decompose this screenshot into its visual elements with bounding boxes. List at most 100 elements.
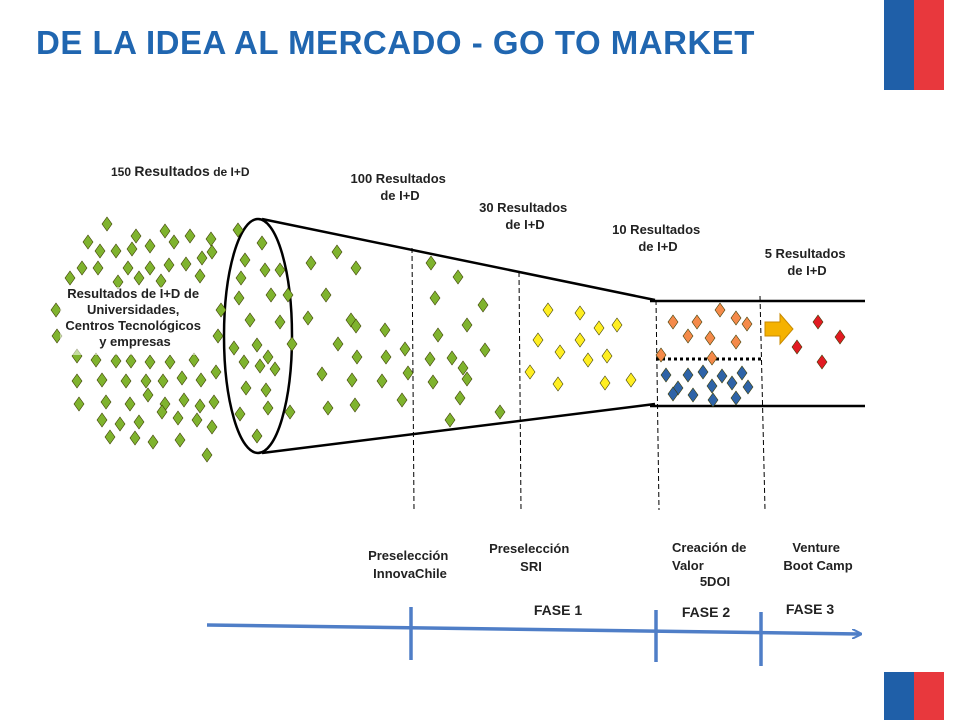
milestone-sri-label: Preselección SRI [489, 541, 573, 574]
green-idea-marker [244, 312, 256, 328]
green-idea-marker [444, 412, 456, 428]
orange-idea-marker [730, 310, 742, 326]
green-idea-marker [346, 372, 358, 388]
green-idea-marker [50, 302, 62, 318]
green-idea-marker [206, 419, 218, 435]
green-idea-marker [235, 270, 247, 286]
yellow-idea-marker [599, 375, 611, 391]
green-idea-marker [144, 354, 156, 370]
green-idea-marker [322, 400, 334, 416]
green-idea-marker [94, 243, 106, 259]
green-idea-marker [142, 387, 154, 403]
green-idea-marker [429, 290, 441, 306]
green-idea-marker [126, 241, 138, 257]
green-idea-marker [494, 404, 506, 420]
orange-idea-marker [741, 316, 753, 332]
green-idea-marker [350, 318, 362, 334]
green-idea-marker [238, 354, 250, 370]
green-idea-marker [133, 270, 145, 286]
green-idea-marker [110, 353, 122, 369]
green-idea-marker [188, 352, 200, 368]
green-idea-marker [260, 382, 272, 398]
green-idea-marker [232, 222, 244, 238]
green-idea-marker [194, 268, 206, 284]
orange-idea-marker [730, 334, 742, 350]
red-idea-marker [812, 314, 824, 330]
green-idea-marker [477, 297, 489, 313]
navy-idea-marker [706, 378, 718, 394]
green-idea-marker [164, 354, 176, 370]
green-idea-marker [350, 260, 362, 276]
flag-blue-stripe [884, 0, 914, 90]
green-idea-marker [212, 328, 224, 344]
green-idea-marker [159, 223, 171, 239]
green-idea-marker [376, 373, 388, 389]
yellow-idea-marker [601, 348, 613, 364]
green-idea-marker [305, 255, 317, 271]
green-idea-marker [168, 234, 180, 250]
green-idea-marker [262, 349, 274, 365]
orange-idea-marker [667, 314, 679, 330]
orange-idea-marker [655, 347, 667, 363]
green-idea-marker [176, 370, 188, 386]
navy-idea-marker [687, 387, 699, 403]
green-idea-marker [452, 269, 464, 285]
svg-text:Resultados de I+D de Uni: Resultados de I+D de Universidades, Cent… [65, 286, 204, 349]
green-idea-marker [144, 238, 156, 254]
count-150-label: 150 Resultados de I+D [111, 163, 250, 179]
green-idea-marker [234, 406, 246, 422]
flag-red-stripe [914, 0, 944, 90]
green-idea-marker [256, 235, 268, 251]
green-idea-marker [101, 216, 113, 232]
yellow-idea-marker [542, 302, 554, 318]
yellow-idea-marker [574, 332, 586, 348]
green-idea-marker [228, 340, 240, 356]
green-idea-marker [90, 352, 102, 368]
green-idea-marker [100, 394, 112, 410]
green-idea-marker [349, 397, 361, 413]
navy-idea-marker [736, 365, 748, 381]
green-idea-marker [205, 231, 217, 247]
flag-red-stripe [914, 672, 944, 720]
phase-2-label: FASE 2 [682, 604, 730, 620]
green-idea-marker [262, 400, 274, 416]
yellow-idea-marker [574, 305, 586, 321]
green-idea-marker [284, 404, 296, 420]
green-idea-marker [191, 412, 203, 428]
green-idea-marker [239, 252, 251, 268]
green-idea-marker [331, 244, 343, 260]
green-idea-marker [240, 380, 252, 396]
navy-idea-marker [707, 392, 719, 408]
green-idea-marker [140, 373, 152, 389]
funnel-mouth-ellipse [222, 217, 294, 455]
green-idea-marker [427, 374, 439, 390]
yellow-idea-marker [593, 320, 605, 336]
orange-idea-marker [682, 328, 694, 344]
yellow-idea-marker [611, 317, 623, 333]
green-idea-marker [163, 257, 175, 273]
count-100-label: 100 Resultados de I+D [351, 171, 450, 203]
green-idea-marker [71, 373, 83, 389]
green-idea-marker [96, 372, 108, 388]
yellow-idea-marker [552, 376, 564, 392]
green-idea-marker [122, 260, 134, 276]
milestone-venture-label: Venture Boot Camp [783, 540, 852, 573]
green-idea-marker [425, 255, 437, 271]
green-idea-marker [254, 358, 266, 374]
divider-innovachile [411, 247, 415, 511]
green-idea-marker [184, 228, 196, 244]
green-idea-marker [302, 310, 314, 326]
navy-idea-marker [726, 375, 738, 391]
source-label: Resultados de I+D de Universidades, Cent… [60, 286, 210, 355]
green-idea-marker [133, 414, 145, 430]
divider-creacion [655, 299, 660, 511]
green-idea-marker [201, 447, 213, 463]
green-idea-marker [96, 412, 108, 428]
green-idea-marker [130, 228, 142, 244]
green-idea-marker [82, 234, 94, 250]
yellow-idea-marker [582, 352, 594, 368]
yellow-idea-marker [532, 332, 544, 348]
yellow-idea-marker [554, 344, 566, 360]
green-idea-marker [110, 243, 122, 259]
diamond-markers [50, 216, 846, 463]
